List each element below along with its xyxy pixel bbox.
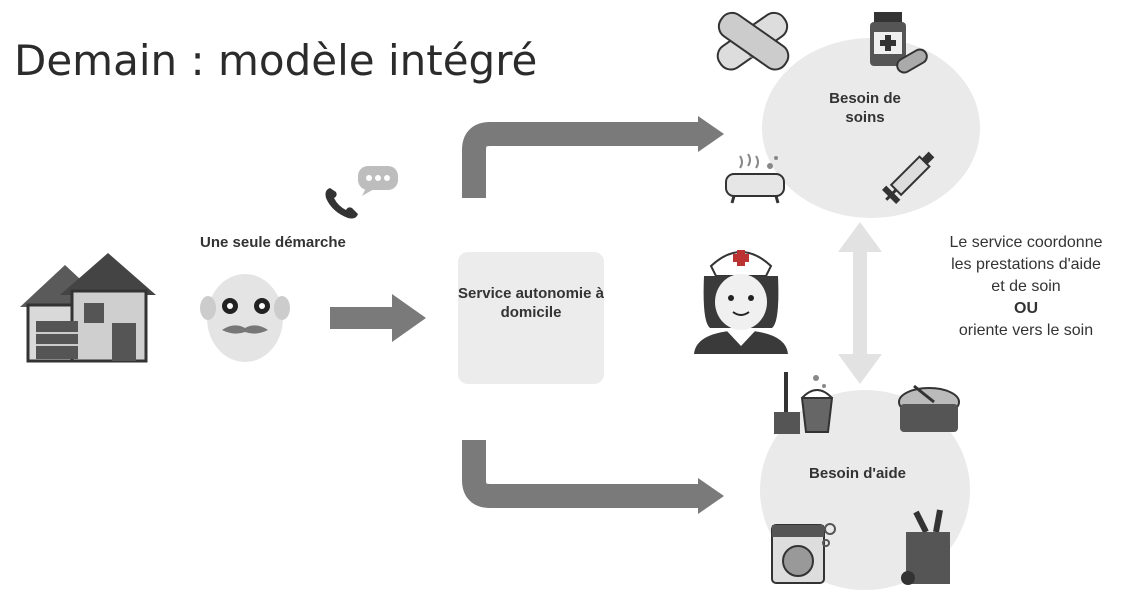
page-title: Demain : modèle intégré — [14, 36, 538, 85]
arrow-to-help — [462, 440, 724, 514]
care-need-circle — [762, 38, 980, 218]
double-arrow — [838, 222, 882, 384]
service-box — [458, 252, 604, 384]
arrow-to-service — [330, 294, 426, 342]
note-line-4: oriente vers le soin — [958, 322, 1094, 340]
meal-bowl-icon — [898, 384, 960, 432]
arrow-to-care — [462, 116, 724, 198]
cleaning-supplies-icon — [774, 372, 834, 434]
syringe-icon — [882, 151, 935, 204]
note-line-1: Le service coordonne — [949, 234, 1103, 251]
note-or: OU — [1014, 300, 1038, 318]
note-line-2: les prestations d'aide — [951, 256, 1101, 274]
nurse-icon — [694, 250, 788, 354]
coordination-note: Le service coordonne les prestations d'a… — [912, 232, 1140, 342]
speech-bubble-icon — [358, 166, 398, 196]
pill-icon — [896, 48, 928, 74]
bathtub-icon — [725, 153, 785, 204]
care-need-label: Besoin de soins — [829, 90, 901, 126]
service-label: Service autonomie à domicile — [458, 285, 604, 321]
medicine-bottle-icon — [870, 12, 906, 66]
help-need-label: Besoin d'aide — [809, 465, 906, 482]
grocery-bag-icon — [901, 509, 950, 585]
house-icon — [20, 253, 156, 363]
elderly-person-icon — [200, 274, 290, 362]
single-step-label: Une seule démarche — [200, 234, 346, 251]
phone-icon — [325, 188, 358, 219]
washing-machine-icon — [771, 523, 836, 584]
note-line-3: et de soin — [991, 278, 1061, 296]
bandage-icon — [716, 11, 790, 71]
